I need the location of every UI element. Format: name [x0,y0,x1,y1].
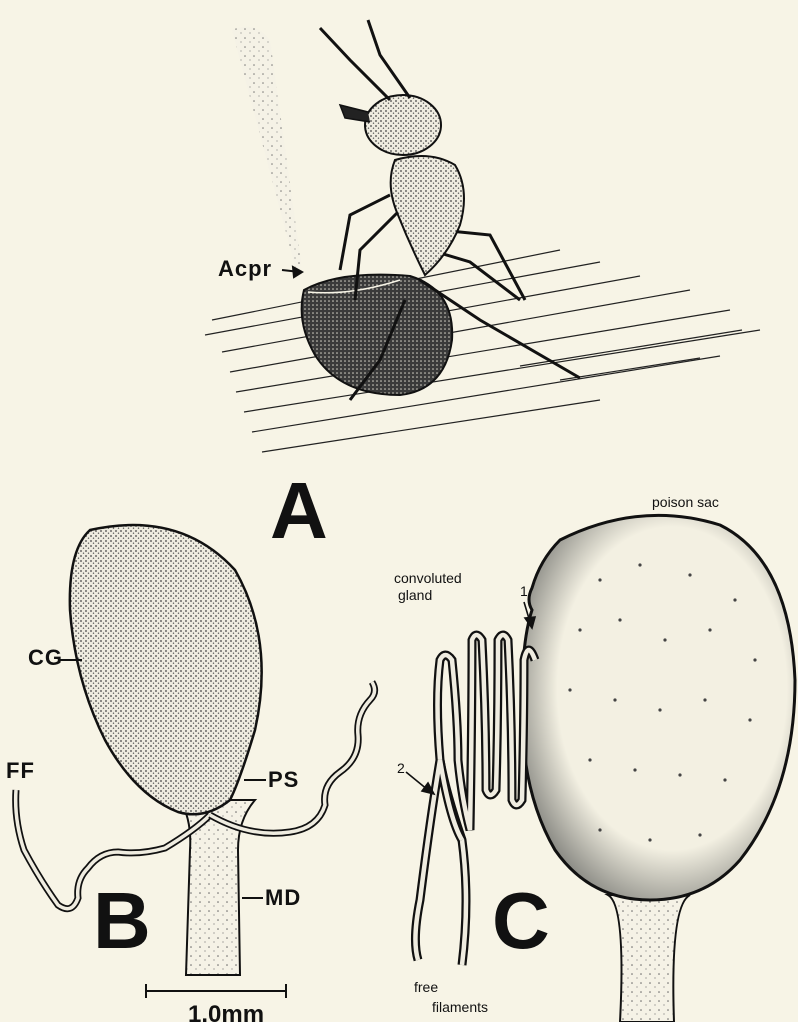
label-gland: gland [398,587,432,603]
label-free: free [414,979,438,995]
acpr-arrow [282,267,302,277]
panel-b: CG FF PS MD B 1.0mm [6,525,375,1022]
panel-c: poison sac convoluted gland 1 2 free fil… [394,494,795,1022]
label-convoluted: convoluted [394,570,462,586]
panel-a: Acpr A [205,20,760,555]
poison-sac [522,515,795,900]
label-md: MD [265,885,301,910]
arrow-2 [406,772,434,794]
convoluted-gland [70,525,262,814]
panel-letter-a: A [270,466,328,555]
ant-antennae [320,20,410,100]
label-cg: CG [28,645,63,670]
label-filaments: filaments [432,999,488,1015]
label-poison-sac: poison sac [652,494,719,510]
label-arrow-1: 1 [520,583,528,599]
label-ff: FF [6,758,35,783]
poison-sac-duct [608,895,690,1022]
scale-bar-label: 1.0mm [188,1001,264,1022]
spray-plume [232,27,301,270]
scale-bar [146,984,286,998]
panel-letter-b: B [93,876,151,965]
label-arrow-2: 2 [397,760,405,776]
label-acpr: Acpr [218,256,272,281]
surface-lines [205,250,760,452]
ant-head [365,95,441,155]
label-ps: PS [268,767,299,792]
panel-letter-c: C [492,876,550,965]
